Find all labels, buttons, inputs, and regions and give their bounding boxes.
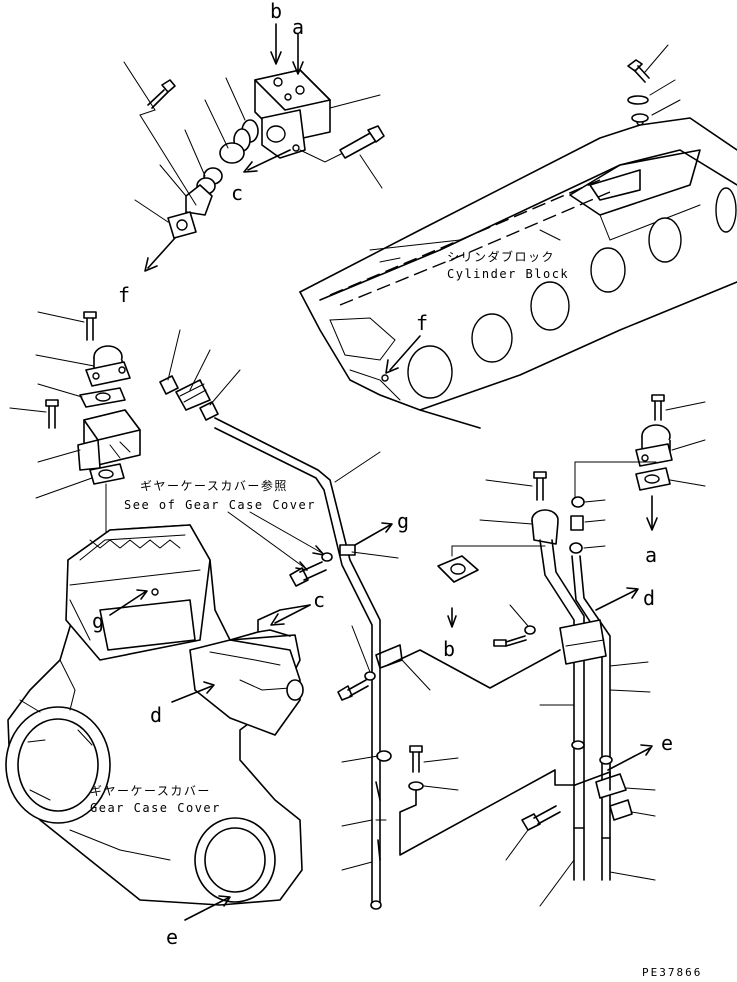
right-hose-clamps [569,496,606,554]
top-hoses-and-clamps [123,61,259,239]
right-lower-bolt [505,805,561,861]
drawing-code: PE37866 [642,966,702,979]
ref-label-a: a [292,15,304,39]
right-small-bolt [493,604,536,647]
pipe-clamp-upper [337,625,431,701]
right-flange-a [635,424,706,467]
ref-label-e-left: e [166,925,178,949]
ref-label-c-bottom: c [313,588,325,612]
ref-label-g-right: g [397,509,409,533]
mount-block [37,409,141,471]
ref-label-a-right: a [645,543,657,567]
right-top-bolt [651,394,706,421]
arrow-c-bottom [270,604,311,626]
arrow-f-top [144,237,176,272]
left-bolt-lower [9,399,59,429]
right-leader-lines [539,661,656,907]
right-bolt-b [485,471,547,501]
pipe-bolt-g [289,544,399,587]
arrow-c-top [243,149,291,173]
top-left-bolt [147,79,176,109]
right-pipes [539,539,613,881]
arrow-b-right [447,607,457,628]
gasket-b [437,545,546,583]
gear-case-cover-label-en: Gear Case Cover [90,801,221,815]
ref-label-d-right: d [643,586,655,610]
lower-bolt-washer [399,745,576,856]
gear-case-cover-label-jp: ギヤーケースカバー [90,784,211,798]
ref-label-f-left: f [118,283,130,307]
arrow-g-right [354,522,393,546]
ref-label-d-left: d [150,703,162,727]
cylinder-block [299,117,737,429]
right-clamp-bracket [574,771,656,821]
gear-case-bracket-d [189,604,311,736]
cylinder-block-label-en: Cylinder Block [447,267,569,281]
gasket-1 [37,383,126,408]
middle-hose-set [159,329,241,421]
arrow-b [270,23,282,65]
ref-label-g-left: g [92,609,104,633]
thermostat-housing-top [254,69,381,163]
arrow-g-left [109,589,148,616]
cylinder-block-label-jp: シリンダブロック [447,249,555,264]
see-gear-case-cover-en: See of Gear Case Cover [124,498,316,512]
right-elbow-b [479,509,559,545]
arrow-d-right [595,587,639,611]
housing-cap [35,345,131,387]
ref-label-b: b [270,0,282,23]
top-right-bolt-set [627,44,681,123]
note-leader-1 [227,511,306,569]
leader-a-top [574,461,657,501]
ref-label-c-top: c [231,181,243,205]
top-bolt-right [339,125,385,189]
arrow-d-left [171,681,215,703]
ref-label-f-block: f [416,311,428,335]
pipe-joint-lower [341,750,392,871]
arrow-e-left [184,895,231,921]
pipe-to-b [387,649,561,689]
see-gear-case-cover-jp: ギヤーケースカバー参照 [140,478,288,493]
arrow-f-block [385,335,421,374]
arrow-a-right [646,495,658,531]
arrow-e-right [607,744,653,771]
gear-case-cover [5,524,303,906]
left-bolt-upper [37,311,97,341]
note-leader-2 [249,511,323,554]
ref-label-e-right: e [661,731,673,755]
ref-label-b-right: b [443,637,455,661]
arrow-a [292,33,304,75]
right-gasket-a [635,467,706,491]
gasket-2 [35,463,125,541]
